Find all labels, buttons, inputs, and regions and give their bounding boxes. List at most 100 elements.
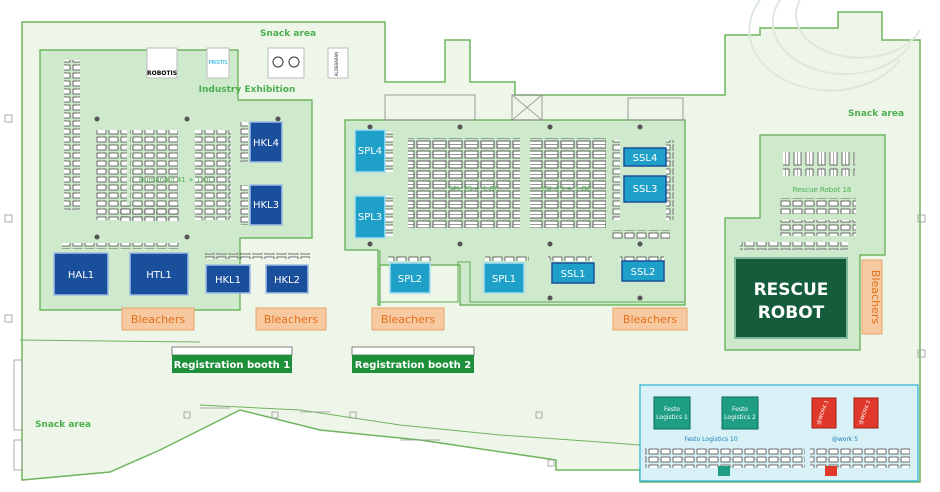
spl4-bench <box>385 132 393 172</box>
spl-team-tables <box>408 138 520 228</box>
spl3-bench <box>385 196 393 236</box>
registration-booth-1-label: Registration booth 1 <box>174 360 290 371</box>
field-festo-logistics-1[interactable]: Festo Logistics 1 <box>653 396 691 430</box>
field-hkl3-label: HKL3 <box>253 200 279 211</box>
bleachers-5-label: Bleachers <box>869 270 882 324</box>
festo-team-tables <box>645 448 805 468</box>
field-ssl3-label: SSL3 <box>633 184 658 195</box>
registration-booth-1[interactable]: Registration booth 1 <box>171 346 293 373</box>
field-rescue-robot[interactable]: RESCUE ROBOT <box>734 257 848 339</box>
field-ssl2[interactable]: SSL2 <box>621 260 665 282</box>
registration-booth-2-label: Registration booth 2 <box>355 360 471 371</box>
field-atwork-1[interactable]: @WORK 1 <box>811 397 837 429</box>
rescue-team-tables-row2 <box>780 220 856 236</box>
bleachers-5: Bleachers <box>861 259 883 335</box>
snack-area-label-left: Snack area <box>35 420 91 430</box>
bleachers-4: Bleachers <box>612 307 688 331</box>
field-ssl4[interactable]: SSL4 <box>623 147 667 167</box>
atwork-team-tables <box>810 448 910 468</box>
festo1-line1: Festo <box>664 406 680 413</box>
humanoid-team-tables-row <box>120 205 180 221</box>
sponsor-logo-3 <box>267 47 305 79</box>
field-hal1[interactable]: HAL1 <box>53 252 109 296</box>
field-spl3-label: SPL3 <box>358 212 382 223</box>
ssl-bench-row <box>612 230 670 240</box>
field-hkl4[interactable]: HKL4 <box>249 121 283 163</box>
spl1-bench <box>485 255 529 261</box>
atwork-zone-label: @work 5 <box>832 436 858 443</box>
sponsor-aldebaran: ALDEBARAN <box>334 52 339 76</box>
sponsor-logos: ROBOTIS PRISTIS ALDEBARAN <box>146 47 349 79</box>
spl-zone-label: SPL 25 + 1 OC <box>448 185 499 193</box>
spl-ssl-zone: SPL 25 + 1 OC SSL 23 + 1 OC <box>344 119 686 306</box>
field-spl2-label: SPL2 <box>398 274 422 285</box>
field-hkl3[interactable]: HKL3 <box>249 184 283 226</box>
atwork-marker-icon <box>825 466 837 476</box>
field-spl1[interactable]: SPL1 <box>483 262 525 294</box>
ssl2-bench <box>620 255 664 261</box>
bleachers-3-label: Bleachers <box>381 313 435 326</box>
field-ssl3[interactable]: SSL3 <box>623 175 667 203</box>
festo2-line1: Festo <box>732 406 748 413</box>
field-hkl1[interactable]: HKL1 <box>205 264 251 294</box>
humanoid-team-tables-col1 <box>64 60 80 210</box>
field-spl1-label: SPL1 <box>492 274 516 285</box>
watermark-arcs <box>748 0 921 92</box>
field-ssl2-label: SSL2 <box>631 267 656 278</box>
field-festo-logistics-2[interactable]: Festo Logistics 2 <box>721 396 759 430</box>
sponsor-pristis: PRISTIS <box>209 60 228 66</box>
sponsor-logo-1 <box>146 47 178 79</box>
rescue-line2: ROBOT <box>758 303 825 323</box>
field-spl2[interactable]: SPL2 <box>389 262 431 294</box>
registration-booth-2[interactable]: Registration booth 2 <box>351 346 475 373</box>
humanoid-team-tables-col4 <box>195 130 231 220</box>
ssl-team-tables <box>530 138 606 228</box>
rescue-zone-label: Rescue Robot 18 <box>793 186 852 194</box>
field-hkl4-label: HKL4 <box>253 138 279 149</box>
sponsor-logo-2 <box>206 47 230 79</box>
field-ssl4-label: SSL4 <box>633 153 658 164</box>
hkl3-bench <box>240 185 248 225</box>
bleachers-3: Bleachers <box>371 307 445 331</box>
rescue-bench <box>740 242 848 250</box>
field-hkl2[interactable]: HKL2 <box>265 264 309 294</box>
ssl1-bench <box>548 255 592 261</box>
humanoid-bench-row1 <box>62 243 180 249</box>
building-structure <box>384 94 684 121</box>
field-hal1-label: HAL1 <box>68 270 94 281</box>
rescue-team-tables-row1 <box>780 198 856 214</box>
ssl4-bench-left <box>612 140 620 220</box>
snack-area-label-top: Snack area <box>260 29 316 39</box>
rescue-line1: RESCUE <box>754 280 829 300</box>
field-hkl1-label: HKL1 <box>215 275 241 286</box>
field-htl1[interactable]: HTL1 <box>129 252 189 296</box>
industry-exhibition-label: Industry Exhibition <box>199 85 296 95</box>
festo-marker-icon <box>718 466 730 476</box>
festo1-line2: Logistics 1 <box>656 414 688 421</box>
field-spl4[interactable]: SPL4 <box>354 129 386 173</box>
field-ssl1[interactable]: SSL1 <box>551 262 595 284</box>
sponsor-seal-icon <box>288 56 300 68</box>
bleachers-2-label: Bleachers <box>264 313 318 326</box>
ssl4-bench-right <box>666 140 674 220</box>
snack-area-label-right: Snack area <box>848 109 904 119</box>
ssl-zone-label: SSL 23 + 1 OC <box>540 185 591 193</box>
spl-ssl-pillars <box>367 124 643 301</box>
sponsor-logo-4 <box>327 47 349 79</box>
field-atwork-2[interactable]: @WORK 2 <box>853 397 879 429</box>
field-ssl1-label: SSL1 <box>561 269 586 280</box>
festo2-line2: Logistics 2 <box>724 414 756 421</box>
hkl4-bench <box>240 122 248 162</box>
festo-zone-label: Festo Logistics 10 <box>684 436 738 443</box>
field-htl1-label: HTL1 <box>146 270 172 281</box>
field-spl3[interactable]: SPL3 <box>354 195 386 239</box>
field-spl4-label: SPL4 <box>358 146 382 157</box>
humanoid-zone: Humanoid 41 + 1 OC <box>39 49 313 311</box>
rescue-team-desks <box>783 152 855 176</box>
sponsor-robotis: ROBOTIS <box>147 70 177 77</box>
humanoid-bench-row2 <box>205 253 310 259</box>
sponsor-seal-icon <box>272 56 284 68</box>
field-hkl2-label: HKL2 <box>274 275 300 286</box>
building-details <box>4 114 926 471</box>
